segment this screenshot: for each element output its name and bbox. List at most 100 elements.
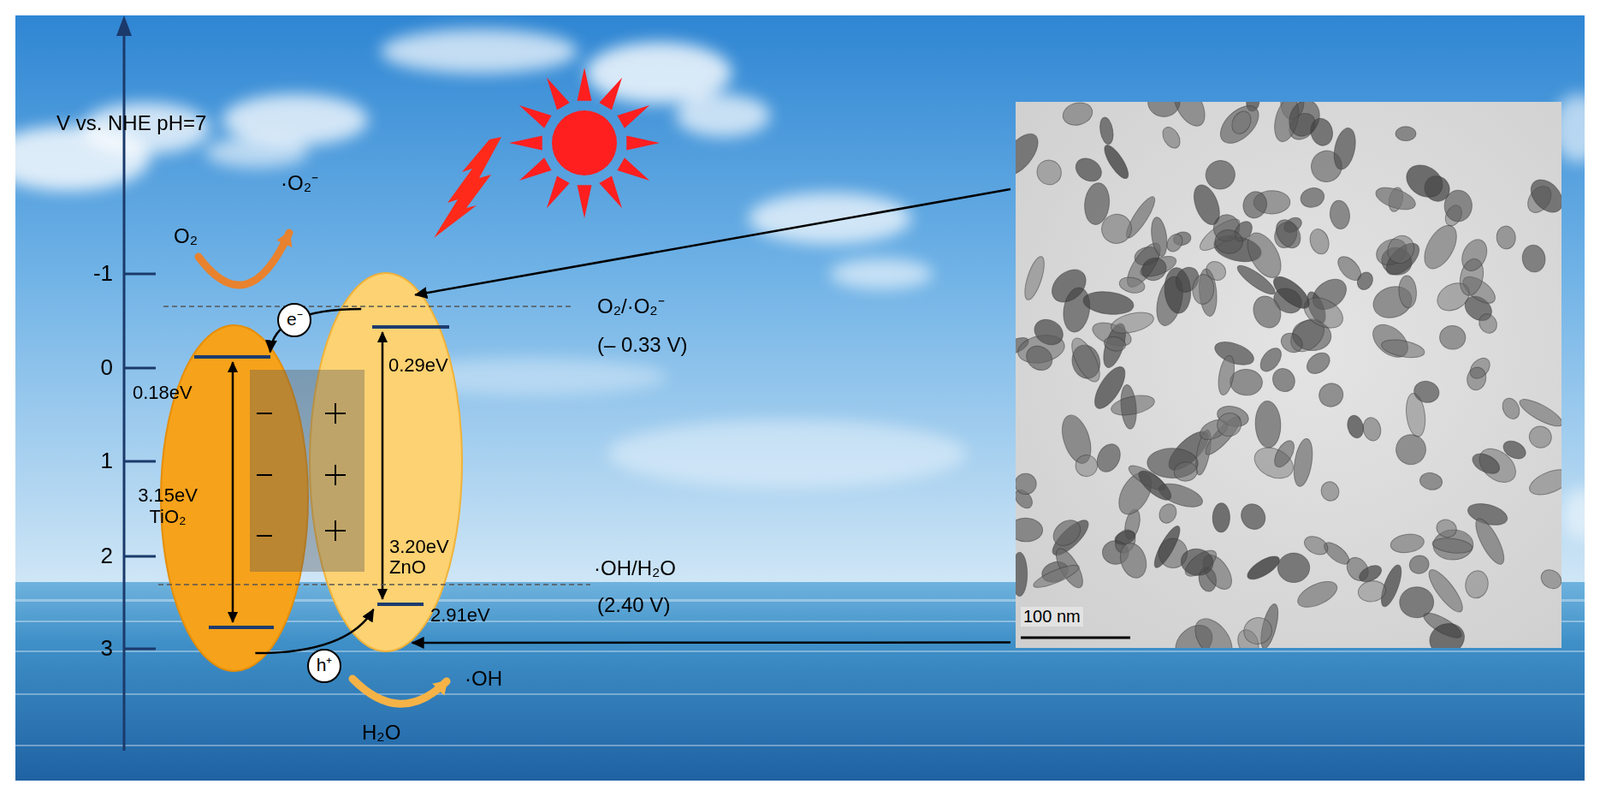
positive-charge-symbol [334,464,337,486]
text-slot: O₂/·O₂⁻ [597,294,665,319]
negative-charge-symbol [256,534,273,537]
nanoparticle [1395,126,1417,142]
positive-charge-symbol [334,520,337,541]
nanoparticle [1115,539,1150,581]
axis-arrowhead [116,15,132,36]
band-offset-value: 0.18eV [132,381,193,403]
axis-tick [124,367,156,370]
text-slot: V vs. NHE pH=7 [56,111,207,136]
sun-ray [577,67,593,101]
nanoparticle [1149,522,1185,570]
nanoparticle [1071,153,1106,186]
nanoparticle [1015,473,1038,495]
cloud [0,125,150,191]
nanoparticle [1495,225,1517,249]
charge-carrier-label: h⁺ [307,648,342,683]
nanoparticle [1475,310,1501,337]
nanoparticle [1407,552,1432,575]
cloud [205,136,309,168]
band-offset-value: 2.91eV [430,604,491,626]
conduction-band-line [194,355,271,359]
sun-ray [546,175,570,208]
nanoparticle [1537,565,1562,593]
text-slot: ·O₂⁻ [280,171,319,196]
conduction-band-line [372,325,450,329]
nanoparticle [1524,173,1562,219]
nanoparticle [1291,437,1316,488]
axis-tick [124,647,156,651]
sun-ray [519,105,552,129]
nanoparticle [1227,107,1255,137]
band-offset-value: 0.29eV [388,354,449,376]
nanoparticle [1398,274,1418,309]
nanoparticle [1361,415,1383,443]
axis-tick-label: 1 [59,448,113,475]
nanoparticle [1516,394,1562,431]
species-label: ·O₂⁻ [280,171,319,196]
text-slot: O₂ [173,224,198,249]
text-slot: 2.91eV [430,604,491,626]
tem-image: 100 nm [1015,101,1562,648]
nanoparticle [1149,216,1169,258]
redox-couple-label: O₂/·O₂⁻ [597,294,665,319]
nanoparticle [1356,578,1387,604]
sun-ray [616,105,650,129]
sun-ray [598,77,623,111]
nanoparticle [1020,254,1049,302]
cloud [829,258,933,290]
nanoparticles [1015,101,1562,648]
nanoparticle [1328,199,1352,231]
nanoparticle [1434,516,1459,540]
text-slot: 0.18eV [132,381,193,403]
negative-charge-symbol [256,474,273,476]
nanoparticle [1239,189,1270,221]
axis-tick-label: 0 [59,355,113,381]
sea-glint [15,744,1585,747]
nanoparticle [1060,285,1093,334]
transfer-arrow [254,609,374,653]
nanoparticle [1159,124,1184,152]
nanoparticle [1318,479,1342,504]
sun-ray [577,184,593,219]
nanoparticle [1268,271,1315,315]
nanoparticle [1100,142,1132,182]
nanoparticle [1213,101,1266,150]
text-slot: 0.29eV [388,354,449,376]
nanoparticle [1073,452,1100,479]
nanoparticle [1212,503,1231,533]
nanoparticle [1097,210,1136,248]
redox-couple-label: ·OH/H₂O [593,556,676,581]
text-slot: ·OH/H₂O [593,556,676,581]
nanoparticle [1354,269,1376,293]
nanoparticle [1277,552,1310,582]
positive-charge-symbol [334,402,337,424]
nanoparticle [1244,551,1283,584]
nanoparticle [1398,586,1435,618]
nanoparticle [1248,291,1286,332]
nanoparticle [1499,395,1523,422]
cloud [380,29,578,74]
nanoparticle [1431,535,1474,555]
nanoparticle [1060,101,1095,129]
nanoparticle [1411,378,1441,405]
nanoparticle [1097,116,1115,146]
nanoparticle [1254,400,1281,448]
cloud [1562,487,1600,540]
sun-ray [509,136,543,151]
text-slot: (2.40 V) [597,592,670,617]
redox-level-line [158,583,591,586]
nanoparticle [1118,274,1147,295]
nanoparticle [1202,156,1240,194]
nanoparticle [1469,449,1503,478]
cloud [586,41,732,104]
charge-carrier-label: e⁻ [277,302,312,338]
nanoparticle [1439,324,1467,350]
valence-band-line [377,602,424,606]
nanoparticle [1390,428,1432,470]
sun [509,67,660,219]
nanoparticle [1463,568,1491,600]
nanoparticle [1268,364,1299,397]
